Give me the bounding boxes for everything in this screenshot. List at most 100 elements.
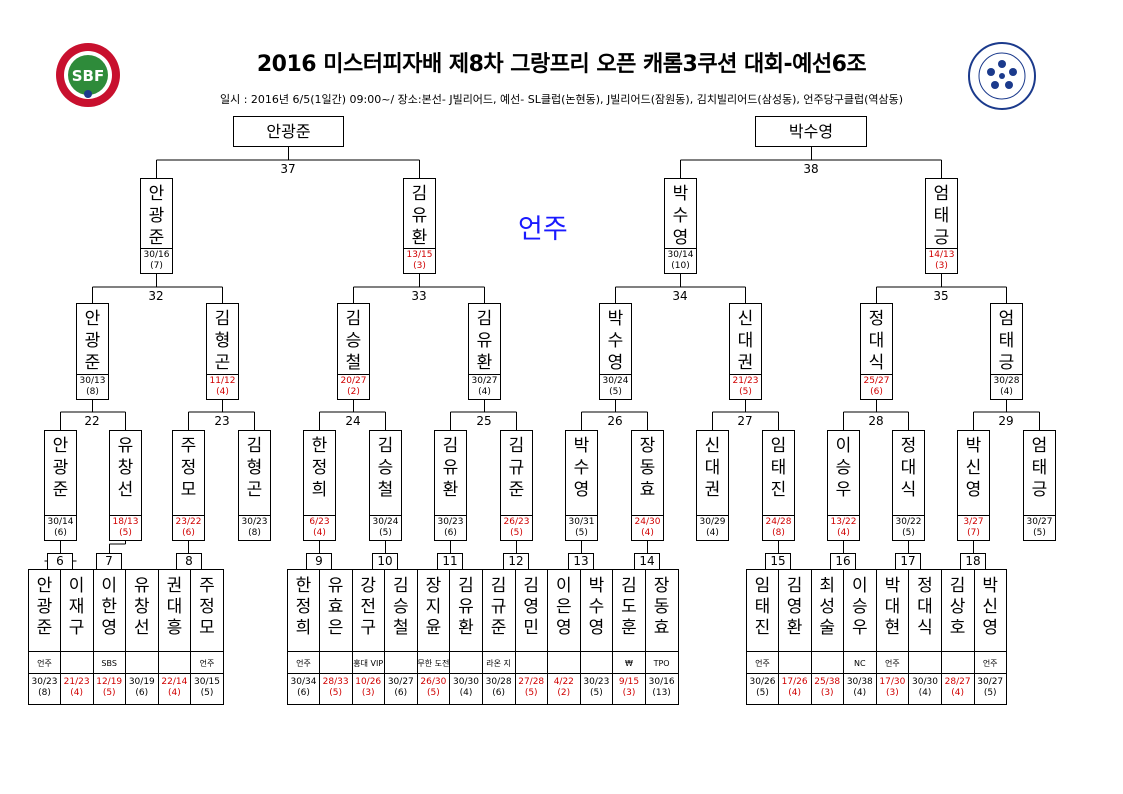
innings-value: (13): [652, 688, 671, 698]
score-value: 25/38: [814, 677, 841, 687]
player-score: 10/26(3): [352, 673, 385, 704]
innings-value: (6): [444, 528, 457, 538]
player-score: 30/27(5): [974, 673, 1007, 704]
seoul-sports-council-logo: [968, 42, 1036, 110]
match-number: 33: [411, 289, 427, 303]
prelim-match-number: 12: [503, 553, 529, 570]
match-number: 29: [998, 414, 1014, 428]
innings-value: (5): [1033, 528, 1046, 538]
innings-value: (4): [837, 528, 850, 538]
innings-value: (4): [459, 688, 473, 698]
player-score: 30/28(6): [482, 673, 515, 704]
score-value: 23/22: [175, 517, 202, 527]
player-score: 30/28(4): [991, 374, 1022, 399]
player-score: 4/22(2): [547, 673, 580, 704]
innings-value: (6): [492, 688, 505, 698]
player-score: 24/30(4): [632, 515, 663, 540]
innings-value: (6): [54, 528, 67, 538]
innings-value: (6): [135, 688, 149, 698]
innings-value: (8): [38, 688, 51, 698]
innings-value: (3): [413, 261, 426, 271]
player-score: 30/16(13): [645, 673, 678, 704]
finalist-left: 안광준: [233, 116, 344, 147]
match-number: 38: [803, 162, 819, 176]
player-score: 30/16(7): [141, 248, 172, 273]
prelim-match-number: 6: [47, 553, 73, 570]
player-score: 30/23(6): [435, 515, 466, 540]
innings-value: (5): [200, 688, 214, 698]
venue-label: 언주: [518, 214, 568, 245]
score-value: 22/14: [161, 677, 188, 687]
innings-value: (4): [478, 387, 491, 397]
innings-value: (5): [119, 528, 132, 538]
innings-value: (6): [297, 688, 310, 698]
player-club: 언주: [191, 651, 223, 674]
innings-value: (4): [168, 688, 181, 698]
innings-value: (6): [870, 387, 883, 397]
score-value: 24/28: [765, 517, 792, 527]
player-club: [515, 651, 548, 674]
score-value: 26/23: [503, 517, 530, 527]
player-score: 30/14(6): [45, 515, 76, 540]
player-club: 언주: [29, 651, 60, 674]
player-score: 11/12(4): [207, 374, 238, 399]
innings-value: (4): [951, 688, 964, 698]
score-value: 30/15: [194, 677, 220, 687]
player-score: 30/29(4): [697, 515, 728, 540]
prelim-match-number: 8: [176, 553, 202, 570]
player-score: 30/27(4): [469, 374, 500, 399]
match-number: 32: [148, 289, 164, 303]
player-club: ₩: [613, 651, 645, 674]
document-subtitle: 일시 : 2016년 6/5(1일간) 09:00~/ 장소:본선- J빌리어드…: [219, 93, 904, 106]
player-score: 30/23(8): [239, 515, 270, 540]
player-score: 20/27(2): [338, 374, 369, 399]
score-value: 28/27: [944, 677, 971, 687]
score-value: 17/30: [879, 677, 906, 687]
player-score: 21/23(4): [60, 673, 93, 704]
score-value: 30/34: [290, 677, 317, 687]
match-number: 28: [868, 414, 884, 428]
player-score: 18/13(5): [110, 515, 141, 540]
score-value: 21/23: [732, 376, 759, 386]
innings-value: (4): [788, 688, 801, 698]
player-club: [319, 651, 352, 674]
innings-value: (6): [182, 528, 195, 538]
innings-value: (8): [772, 528, 785, 538]
player-club: [909, 651, 941, 674]
score-value: 30/14: [47, 517, 74, 527]
player-score: 30/30(4): [450, 673, 482, 704]
score-value: 30/30: [912, 677, 938, 687]
score-value: 30/38: [846, 677, 873, 687]
player-score: 30/23(5): [580, 673, 613, 704]
